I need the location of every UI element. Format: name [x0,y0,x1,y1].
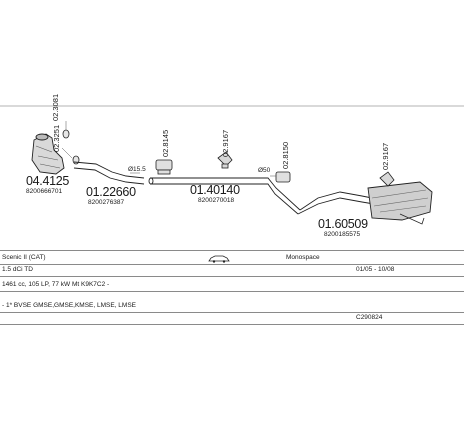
clamp-1[interactable] [155,159,173,175]
vehicle-specs: 1461 cc, 105 LP, 77 kW Mt K9K7C2 - [2,281,110,288]
vehicle-body: Monospace [286,254,320,261]
middle-pipe-number: 01.40140 [190,183,240,197]
catalytic-converter-number: 04.4125 [26,174,69,188]
front-pipe-ref: 8200276387 [88,199,125,206]
catalytic-converter[interactable] [31,133,65,175]
rear-silencer[interactable] [297,181,433,225]
front-pipe-number: 01.22660 [86,185,136,199]
clamp-2[interactable] [275,171,291,183]
mount-1-label: 02.9167 [221,130,230,157]
front-pipe[interactable] [73,161,145,185]
vehicle-model: Scenic II (CAT) [2,254,46,261]
divider [0,312,464,313]
divider [0,276,464,277]
catalytic-converter-ref: 8200666701 [26,188,63,195]
mount-1[interactable] [217,151,233,169]
gasket-1[interactable] [62,129,70,139]
divider [0,264,464,265]
rear-silencer-number: 01.60509 [318,217,368,231]
clamp-1-label: 02.8145 [161,130,170,157]
catalogue-number: C290824 [356,314,383,321]
mount-2-label: 02.9167 [381,143,390,170]
table-bottom-line [0,324,464,325]
middle-pipe-ref: 8200270018 [198,197,235,204]
vehicle-info-table: Scenic II (CAT) Monospace 1.5 dCi TD 01/… [0,246,464,326]
pipe-size-label: Ø15.5 [128,166,146,173]
vehicle-engine: 1.5 dCi TD [2,266,33,273]
clamp-size-label: Ø50 [258,167,271,174]
exhaust-diagram: 02.3081 02.3251 04.4125 8200666701 01.22… [0,94,464,238]
middle-pipe[interactable] [148,177,301,215]
car-body-icon [208,255,230,263]
clamp-2-label: 02.8150 [281,142,290,169]
divider [0,291,464,292]
gasket-2-label: 02.3251 [52,125,61,152]
table-top-line [0,250,464,251]
vehicle-years: 01/05 - 10/08 [356,266,395,273]
rear-silencer-ref: 8200185575 [324,231,361,238]
mount-2[interactable] [379,171,395,187]
gasket-1-label: 02.3081 [51,94,60,121]
vehicle-codes: - 1* BVSE GMSE,GMSE,KMSE, LMSE, LMSE [2,302,137,309]
